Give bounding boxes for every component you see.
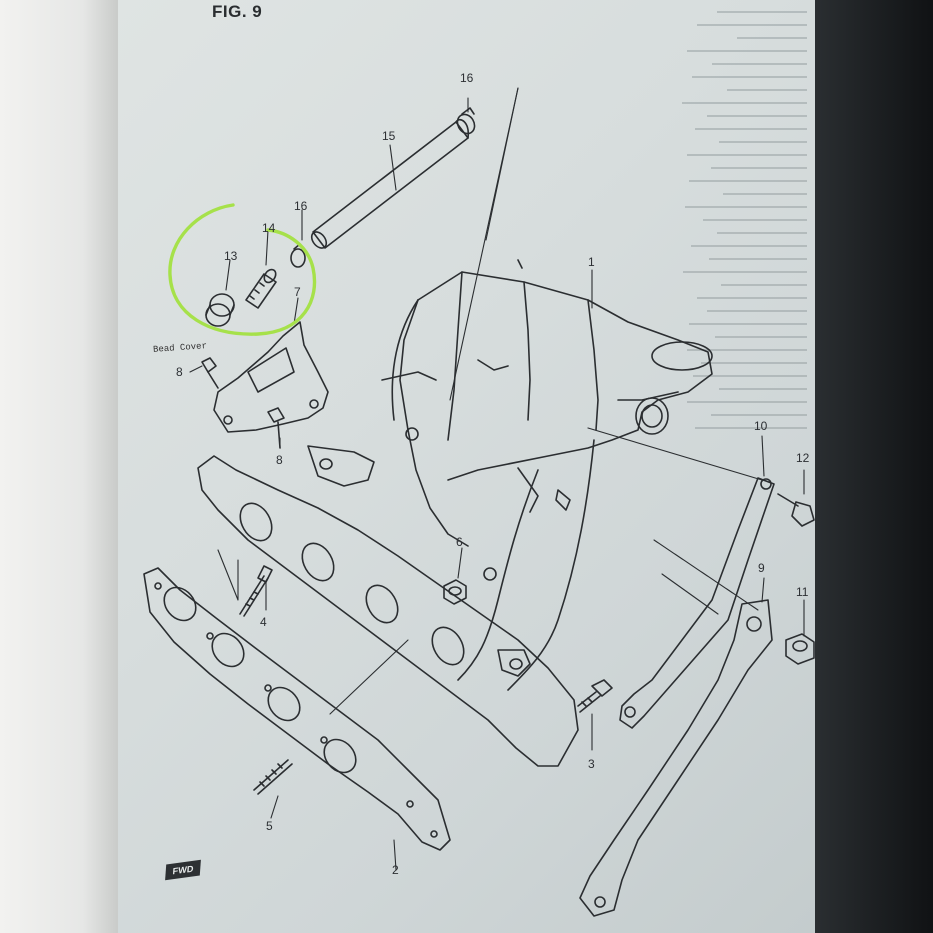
exploded-diagram — [143, 87, 815, 917]
figure-title: FIG. 9 — [212, 2, 263, 21]
stay-9 — [579, 599, 773, 917]
callout-8-lower: 8 — [276, 453, 283, 467]
callout-16-top: 16 — [460, 71, 474, 85]
callout-13: 13 — [224, 249, 238, 263]
part-14-nipple — [245, 268, 277, 309]
callout-5: 5 — [266, 819, 273, 833]
callout-11: 11 — [796, 585, 809, 599]
stay-10 — [619, 477, 775, 729]
stud-5 — [253, 759, 293, 795]
callout-1: 1 — [588, 255, 595, 269]
callout-15: 15 — [382, 129, 396, 143]
desk-left — [0, 0, 118, 933]
nut-11 — [785, 633, 815, 665]
manifold-flange — [197, 445, 579, 767]
clamp-16-top — [456, 107, 476, 135]
bolt-8-upper — [201, 357, 219, 389]
desk-right — [815, 0, 933, 933]
callout-4: 4 — [260, 615, 267, 629]
callout-2: 2 — [392, 863, 399, 877]
callout-3: 3 — [588, 757, 595, 771]
gasket-2 — [143, 567, 451, 851]
callout-14: 14 — [262, 221, 276, 235]
bleed-through-text — [675, 0, 815, 460]
part-13-cap — [205, 293, 235, 327]
leader-lines — [189, 87, 805, 871]
callout-10: 10 — [754, 419, 768, 433]
nut-6 — [443, 579, 467, 605]
callout-6: 6 — [456, 535, 463, 549]
highlight-circle — [168, 203, 317, 336]
bolt-8-lower — [267, 407, 285, 449]
intake-manifold-1 — [381, 259, 713, 691]
callout-7: 7 — [294, 285, 301, 299]
bolt-3 — [577, 679, 613, 713]
callout-12: 12 — [796, 451, 810, 465]
manual-page: FIG. 9 — [118, 0, 815, 933]
callout-9: 9 — [758, 561, 765, 575]
bead-cover-7 — [213, 321, 329, 433]
callout-8-upper: 8 — [176, 365, 183, 379]
stud-4 — [239, 565, 273, 617]
bolt-12 — [777, 493, 815, 527]
callout-16-left: 16 — [294, 199, 308, 213]
